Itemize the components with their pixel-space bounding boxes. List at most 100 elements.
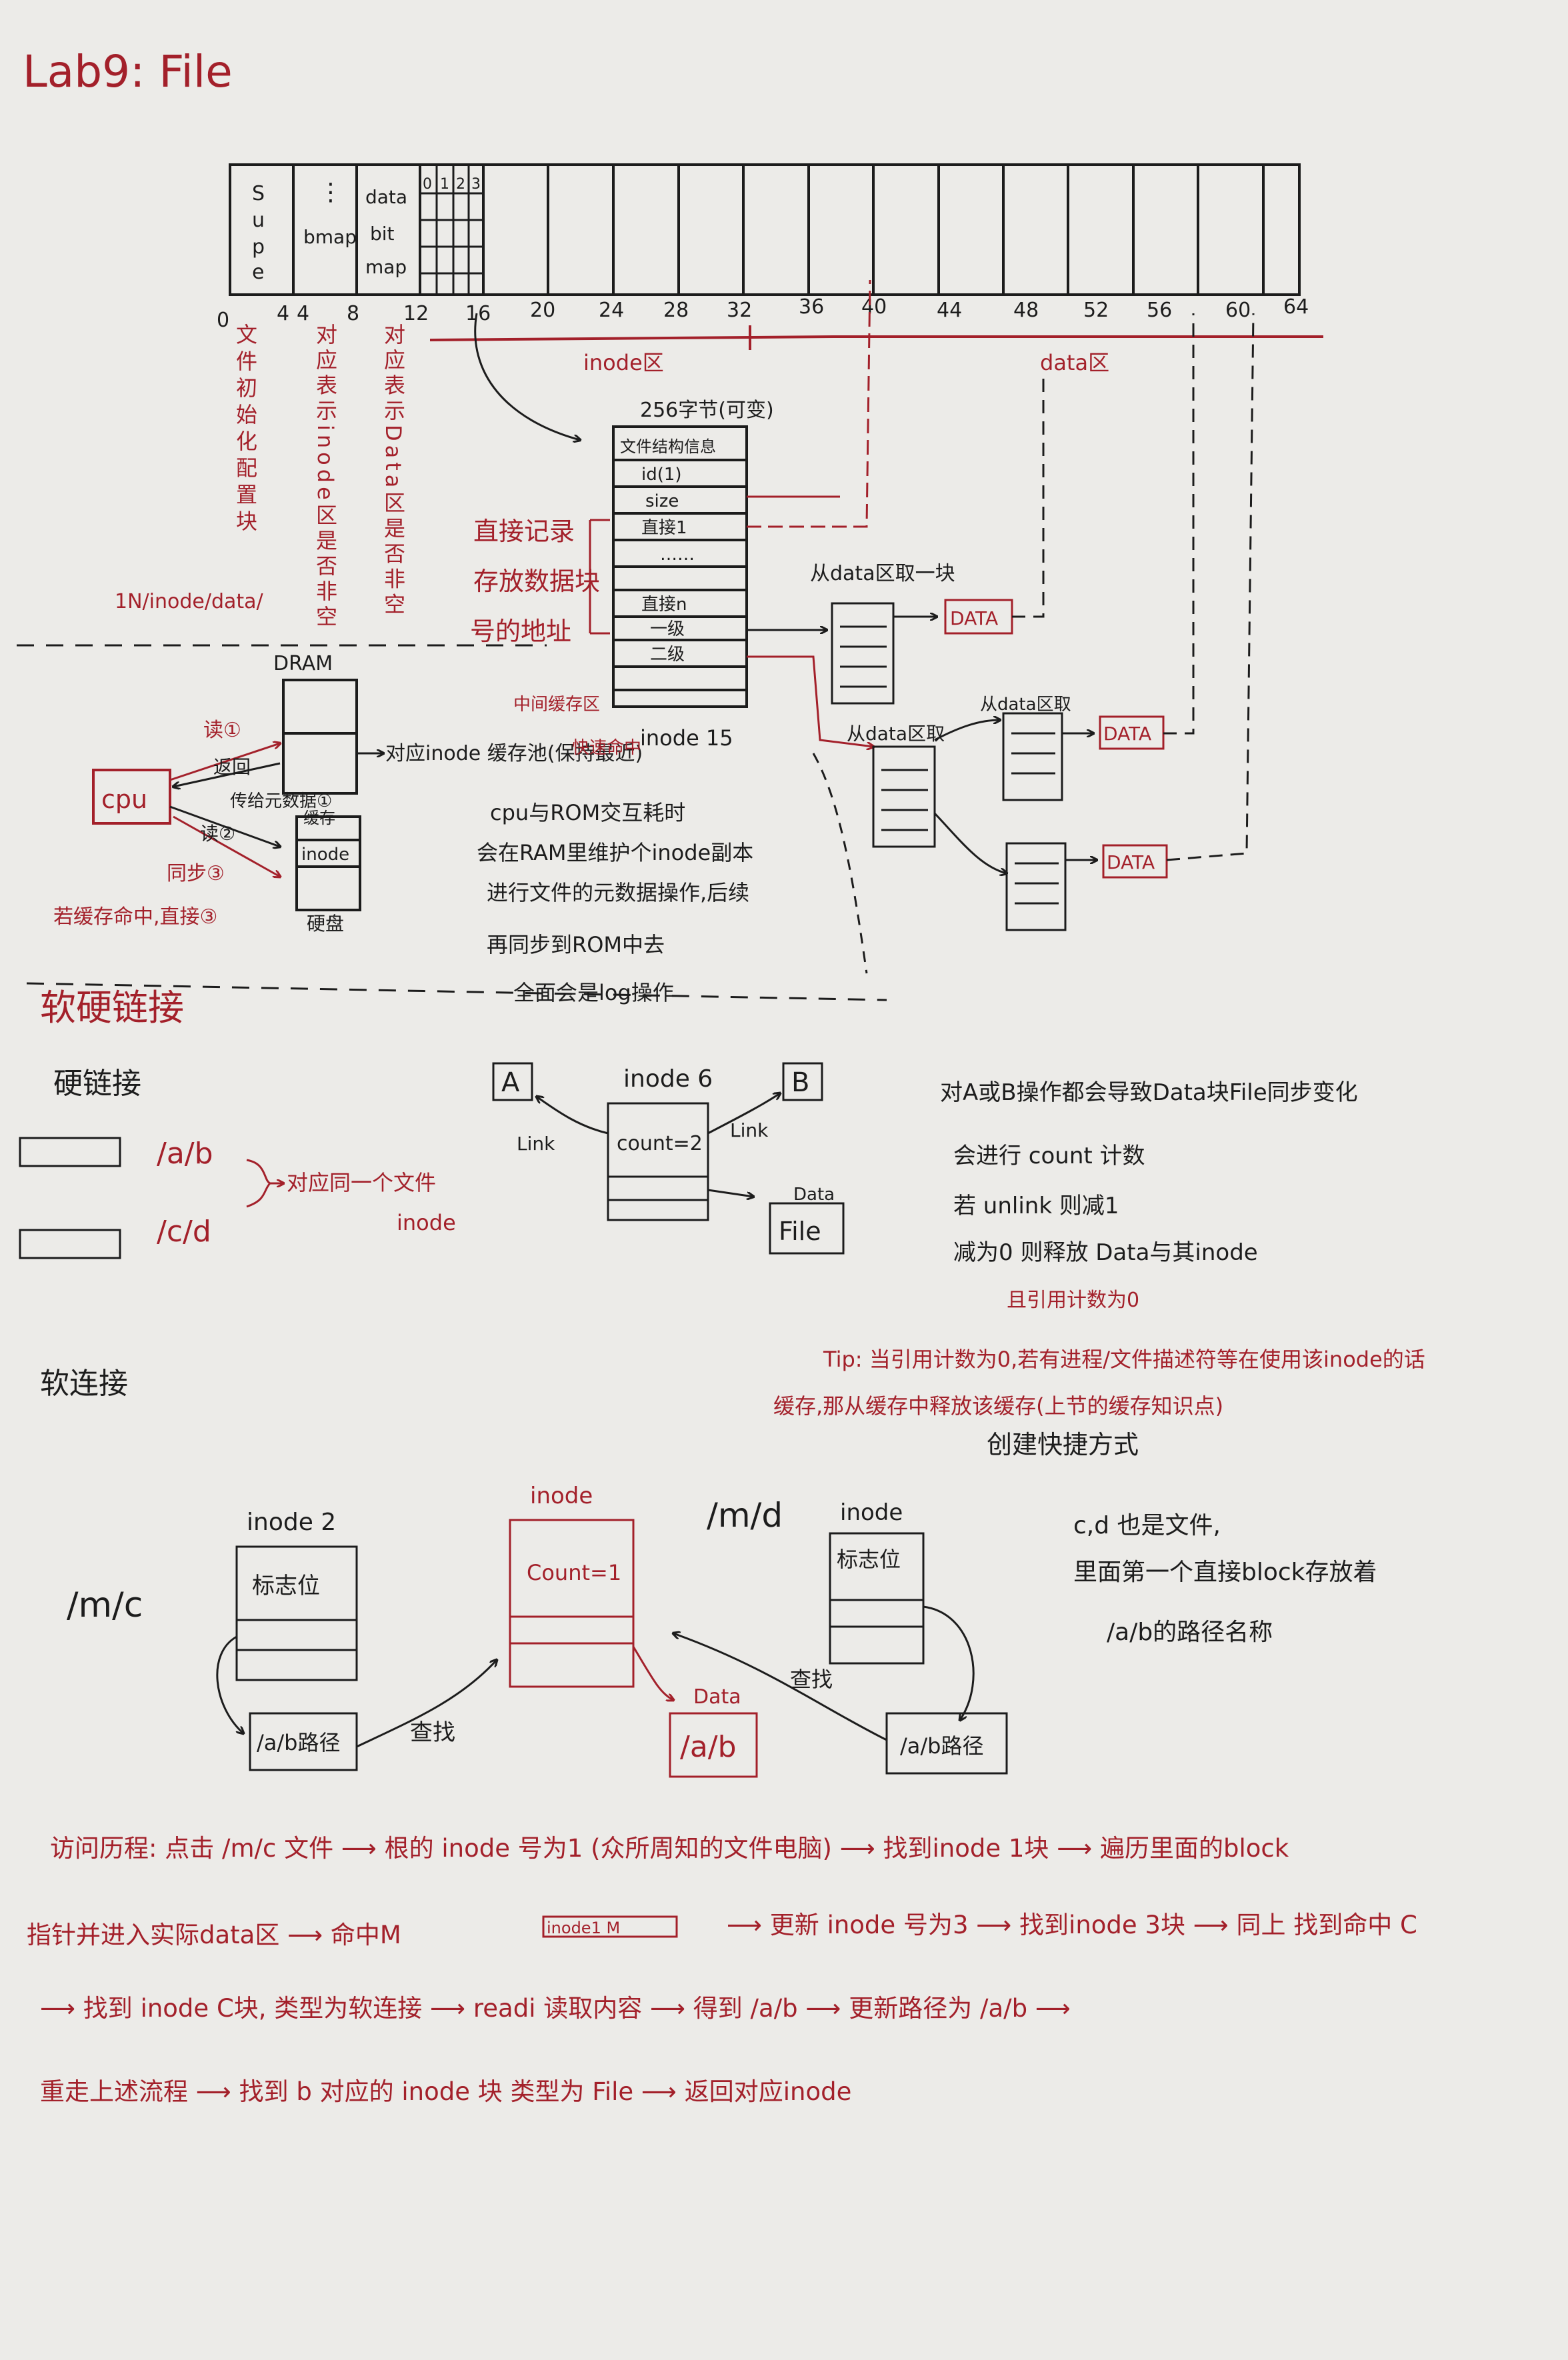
- tick: 4: [297, 302, 309, 325]
- inode-field: id(1): [641, 465, 682, 485]
- data-block-1-label: 从data区取一块: [810, 562, 955, 585]
- soft-path-1: /m/c: [67, 1585, 143, 1625]
- inode-bitmap-annotation: 对应表示inode区是否非空: [313, 323, 338, 631]
- process-line-2b: ⟶ 更新 inode 号为3 ⟶ 找到inode 3块 ⟶ 同上 找到命中 C: [727, 1911, 1417, 1939]
- inode6-label: inode 6: [623, 1065, 713, 1093]
- data-bitmap-label: data: [365, 186, 407, 208]
- process-line-1: 访问历程: 点击 /m/c 文件 ⟶ 根的 inode 号为1 (众所周知的文件…: [50, 1834, 1289, 1863]
- dram-label: DRAM: [273, 652, 333, 675]
- box-a: [492, 1062, 533, 1101]
- tick: 12: [403, 302, 429, 325]
- data-file-box: [769, 1202, 845, 1255]
- box-b-label: B: [791, 1067, 809, 1098]
- hit-note: 中间缓存区: [513, 695, 600, 715]
- lookup-1: 查找: [410, 1719, 455, 1746]
- inode-field: ……: [660, 545, 695, 565]
- process-line-3: ⟶ 找到 inode C块, 类型为软连接 ⟶ readi 读取内容 ⟶ 得到 …: [40, 1994, 1071, 2023]
- data-file-label: File: [779, 1217, 821, 1246]
- inode-field: 文件结构信息: [620, 437, 716, 456]
- hard-link-title: 硬链接: [53, 1067, 141, 1101]
- hard-row-2-box: [19, 1229, 121, 1259]
- inode-field: 一级: [650, 619, 685, 639]
- data-region-label: data区: [1040, 350, 1109, 375]
- tick: 56: [1147, 299, 1172, 322]
- hard-explain-3: 若 unlink 则减1: [953, 1193, 1119, 1219]
- lookup-2: 查找: [790, 1667, 833, 1692]
- path-ab-box-2: [885, 1712, 1008, 1775]
- hard-explain-1: 对A或B操作都会导致Data块File同步变化: [940, 1079, 1358, 1106]
- tick: 28: [663, 299, 689, 322]
- path-ab-2: /a/b路径: [900, 1733, 984, 1759]
- disk-box: [295, 815, 361, 911]
- hard-explain-5: 且引用计数为0: [1007, 1289, 1139, 1312]
- region-line: [429, 335, 834, 341]
- inode-size-header: 256字节(可变): [640, 399, 774, 422]
- tick: 36: [799, 295, 824, 319]
- super-annotation: 文件初始化配置块: [233, 323, 258, 537]
- links-section-title: 软硬链接: [40, 987, 184, 1029]
- process-line-2a: 指针并进入实际data区 ⟶ 命中M: [27, 1921, 401, 1949]
- return-label: 返回: [213, 756, 251, 778]
- read-1: 读①: [203, 719, 241, 742]
- cache-hit-note: 若缓存命中,直接③: [53, 905, 217, 929]
- tick: 32: [727, 299, 752, 322]
- data-bitmap-label-2: bit: [370, 223, 395, 245]
- tick: 52: [1083, 299, 1109, 322]
- inode-mid-box: [509, 1519, 635, 1688]
- tick: 48: [1013, 299, 1039, 322]
- tip-2: 缓存,那从缓存中释放该缓存(上节的缓存知识点): [773, 1393, 1223, 1419]
- inode-15-label: inode 15: [640, 725, 733, 751]
- tick: 0: [217, 309, 229, 332]
- direct-note-2: 存放数据块: [473, 567, 600, 596]
- hard-note-inode: inode: [397, 1210, 456, 1235]
- inode2-box: [235, 1545, 358, 1681]
- hard-row-1-path: /a/b: [157, 1137, 213, 1171]
- disk-ticks: 0 4 4 8 12 16 20 24 28 32 36 40 44 48 52…: [217, 295, 1309, 332]
- transfer-label: 传给元数据①: [230, 791, 332, 811]
- tick: 60: [1225, 299, 1251, 322]
- tick: 64: [1283, 295, 1309, 319]
- hard-row-1-box: [19, 1137, 121, 1167]
- inode-cache-pool: 对应inode 缓存池(保持最近): [385, 742, 643, 765]
- cache-desc-2: 会在RAM里维护个inode副本: [477, 840, 753, 865]
- data-ab-top: Data: [693, 1685, 741, 1709]
- hard-row-2-path: /c/d: [157, 1215, 211, 1249]
- data-box-3-label: DATA: [1107, 851, 1155, 873]
- inode-mid-label: inode: [530, 1483, 593, 1509]
- process-inode-box-label: inode1 M: [547, 1919, 620, 1937]
- flag-2: 标志位: [837, 1547, 901, 1572]
- hard-note: 对应同一个文件: [287, 1170, 436, 1195]
- read-2: 读②: [200, 823, 235, 845]
- inode-region-label: inode区: [583, 350, 664, 375]
- path-ab-box-1: [249, 1712, 358, 1771]
- super-sub-annotation: 1N/inode/data/: [115, 590, 264, 613]
- cache-desc-4: 再同步到ROM中去: [487, 932, 665, 957]
- soft-link-title: 软连接: [40, 1367, 128, 1401]
- data-box-2-label: DATA: [1103, 723, 1151, 745]
- tick: 4: [277, 302, 289, 325]
- soft-note-3: /a/b的路径名称: [1107, 1619, 1273, 1646]
- inode-field: size: [645, 491, 679, 511]
- direct-note-1: 直接记录: [473, 517, 575, 546]
- inode2-label: inode 2: [247, 1509, 336, 1536]
- inode-r-box: [829, 1532, 925, 1665]
- log-label: ⋮: [319, 179, 343, 206]
- tick: 8: [347, 302, 359, 325]
- super-block-label: S: [252, 182, 265, 205]
- super-block-label-4: e: [252, 261, 264, 284]
- inode-r-label: inode: [840, 1499, 903, 1526]
- soft-note-2: 里面第一个直接block存放着: [1073, 1559, 1377, 1586]
- tick: 20: [530, 299, 555, 322]
- hard-explain-4: 减为0 则释放 Data与其inode: [953, 1239, 1258, 1266]
- soft-note-1: c,d 也是文件,: [1073, 1512, 1221, 1539]
- flag-1: 标志位: [252, 1573, 320, 1599]
- data-bitmap-label-3: map: [365, 256, 407, 278]
- data-block-3-label: 从data区取: [980, 695, 1071, 715]
- inode-cache-label: inode: [301, 845, 349, 865]
- data-bitmap-annotation: 对应表示Data区是否非空: [381, 323, 406, 618]
- cpu-label: cpu: [101, 785, 147, 814]
- inode-cell-3: 3: [471, 176, 481, 193]
- tip-1: Tip: 当引用计数为0,若有进程/文件描述符等在使用该inode的话: [823, 1347, 1425, 1372]
- soft-path-2: /m/d: [707, 1496, 783, 1535]
- data-block-3: [1002, 712, 1067, 931]
